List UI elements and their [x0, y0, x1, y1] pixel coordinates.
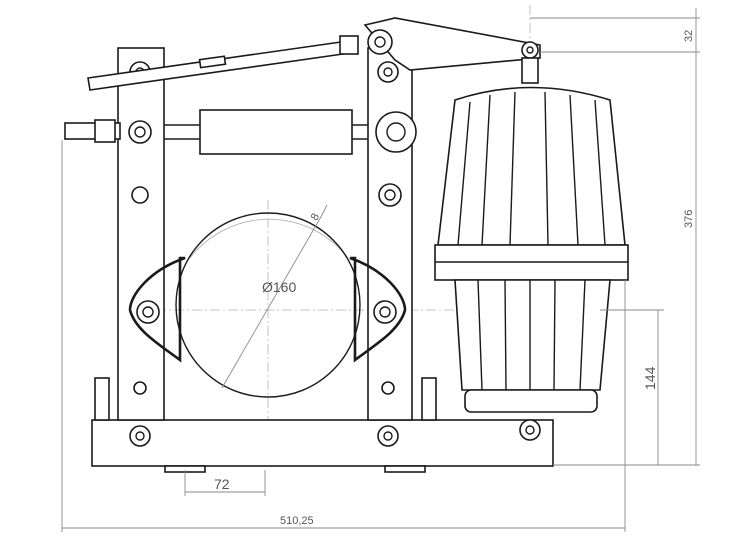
spring-rod [64, 109, 417, 155]
dim-144: 144 [642, 366, 658, 390]
dim-510-25: 510,25 [280, 515, 314, 527]
thruster [434, 86, 629, 413]
dim-72: 72 [214, 476, 230, 492]
lever [363, 17, 541, 84]
dimension-lines [61, 8, 700, 532]
left-arm [94, 47, 165, 421]
tie-rod [87, 35, 359, 91]
drum-diameter-label: Ø160 [262, 279, 296, 295]
lining-thickness-label: 8 [309, 211, 322, 222]
brake-drum: Ø160 8 [175, 204, 361, 398]
base-frame [91, 419, 554, 473]
brake-shoes [128, 256, 407, 363]
dim-32: 32 [683, 30, 695, 42]
dim-376: 376 [683, 210, 695, 228]
right-arm [367, 47, 437, 421]
